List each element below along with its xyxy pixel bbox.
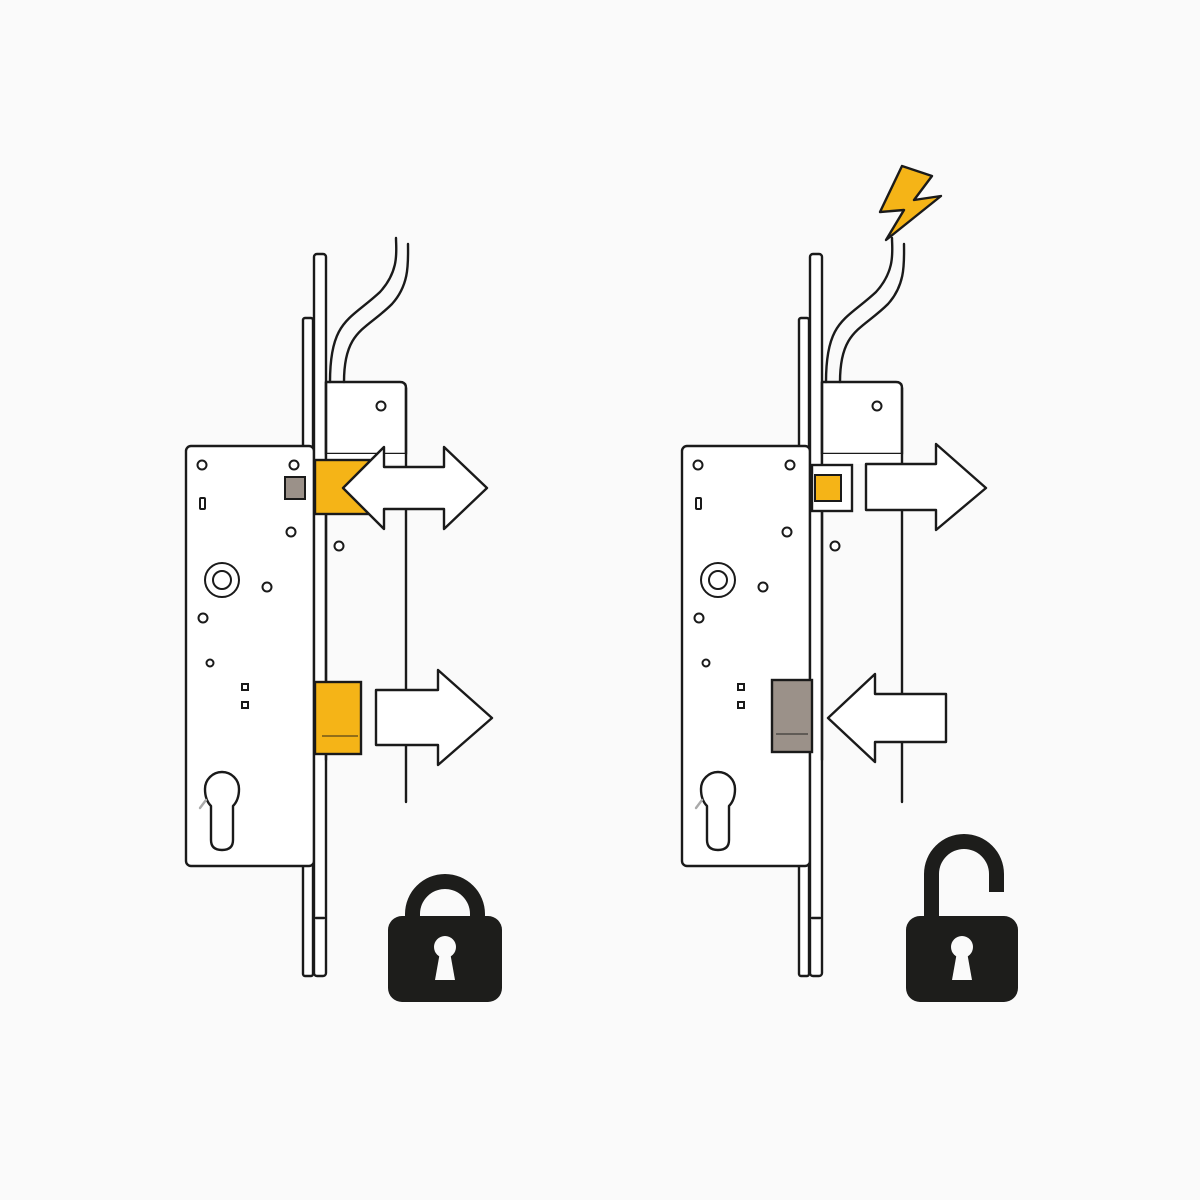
bidirectional-arrow-icon [341,445,489,531]
open-padlock-icon [906,834,1018,1002]
arrow-left-icon [826,672,948,764]
lock-mechanism [680,236,906,978]
arrow-right-icon [864,442,988,532]
arrow-right-icon [374,668,494,767]
panel-locked [184,236,502,1002]
deadbolt-extended [313,680,363,756]
panel-unlocked [680,164,1018,1002]
deadbolt-retracted [770,678,814,754]
latch-tail [284,476,306,500]
latch-bolt [814,474,842,502]
lightning-bolt-icon [878,164,943,242]
lock-mechanism [184,236,410,978]
closed-padlock-icon [388,874,502,1002]
